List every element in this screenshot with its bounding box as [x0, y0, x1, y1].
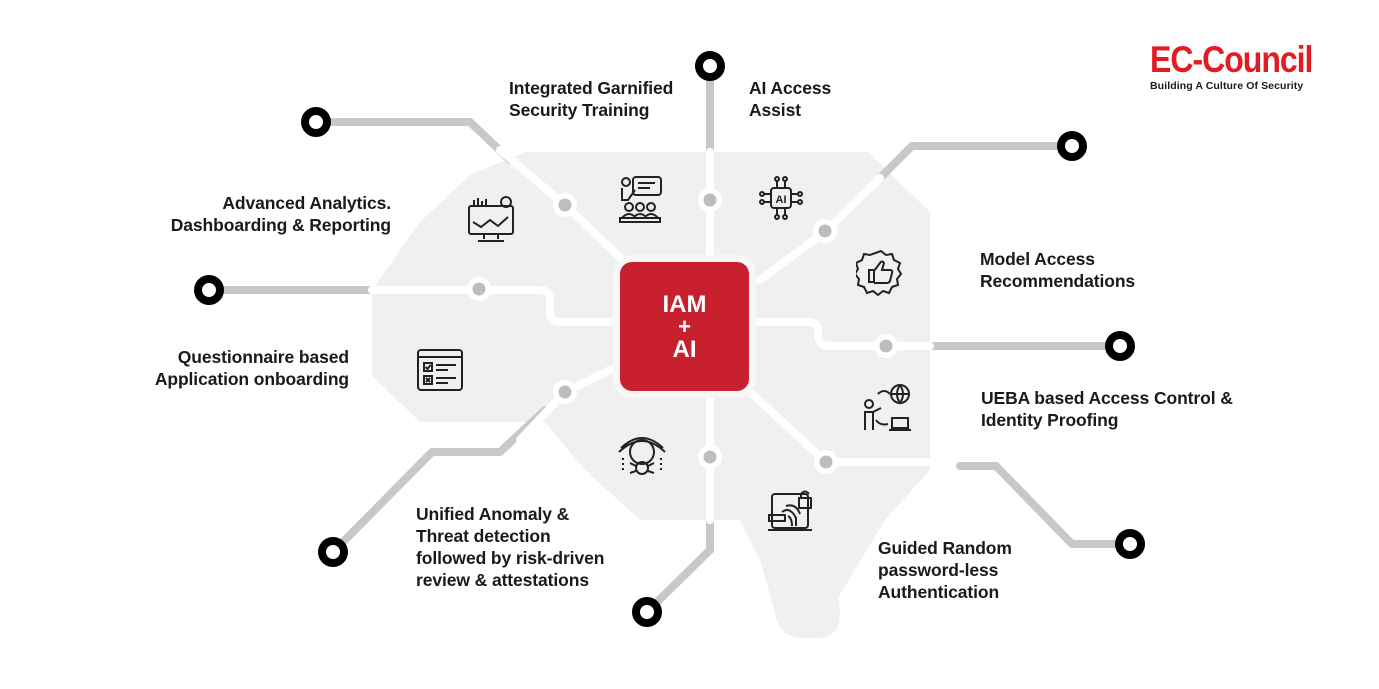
user-globe-laptop-icon — [864, 384, 911, 431]
eye-bug-detection-icon — [618, 437, 666, 475]
background-panel — [372, 152, 930, 638]
label-anomaly: Unified Anomaly & Threat detection follo… — [416, 504, 605, 590]
analytics-dashboard-icon — [468, 196, 514, 242]
label-analytics: Advanced Analytics. Dashboarding & Repor… — [170, 193, 391, 235]
checklist-form-icon — [417, 349, 463, 391]
label-ai-assist: AI Access Assist — [749, 78, 832, 120]
thumbs-up-badge-icon — [856, 249, 903, 297]
hub-plus: + — [678, 313, 691, 339]
brand-name: EC-Council — [1150, 38, 1313, 81]
label-recommendations: Model Access Recommendations — [980, 249, 1136, 291]
brand-tagline: Building A Culture Of Security — [1150, 80, 1304, 92]
ec-council-logo: EC-Council Building A Culture Of Securit… — [1150, 40, 1318, 92]
fingerprint-lock-icon — [768, 490, 812, 531]
label-training: Integrated Garnified Security Training — [509, 78, 674, 120]
terminal-nodes — [194, 51, 1145, 627]
hub-line-2: AI — [672, 335, 697, 363]
presentation-training-icon — [619, 176, 662, 223]
svg-text:AI: AI — [776, 194, 787, 206]
iam-ai-hub: IAM + AI — [620, 262, 749, 391]
label-ueba: UEBA based Access Control & Identity Pro… — [981, 388, 1233, 430]
label-passwordless: Guided Random password-less Authenticati… — [878, 538, 1012, 602]
junction-dots — [467, 188, 898, 474]
label-onboarding: Questionnaire based Application onboardi… — [154, 347, 349, 389]
hub-line-1: IAM — [662, 290, 707, 318]
ai-chip-icon: AI — [759, 176, 803, 220]
